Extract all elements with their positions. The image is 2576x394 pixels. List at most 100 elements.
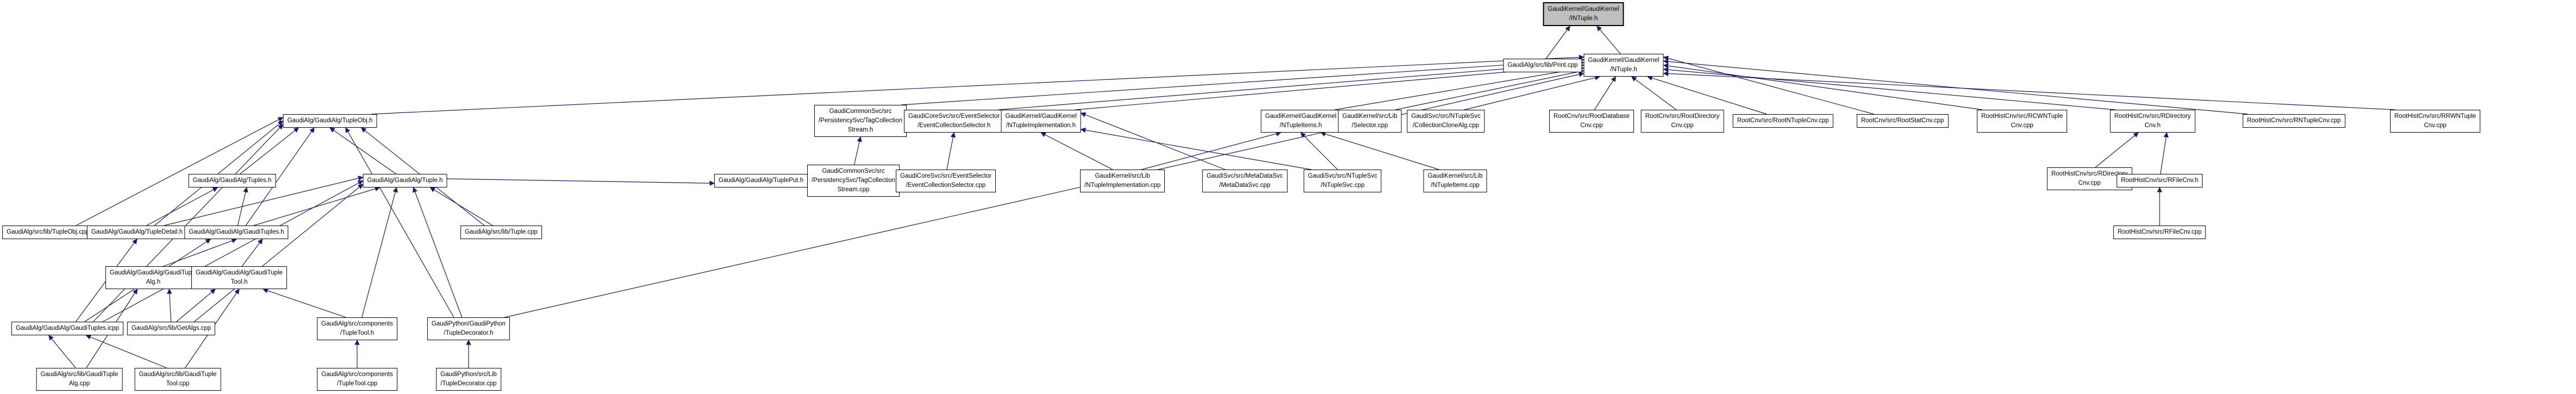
graph-edge xyxy=(1663,71,2396,110)
graph-node-label: GaudiKernel/GaudiKernel xyxy=(1548,6,1619,12)
graph-node-gaudituples-icpp[interactable]: GaudiAlg/GaudiAlg/GaudiTuples.icpp xyxy=(11,322,124,335)
graph-node-ntupleitems-h[interactable]: GaudiKernel/GaudiKernel/NTupleItems.h xyxy=(1261,110,1341,133)
graph-edge xyxy=(329,127,396,174)
graph-edge xyxy=(901,57,1585,105)
graph-node-label: GaudiPython/src/Lib xyxy=(440,371,497,378)
graph-edge xyxy=(253,186,381,226)
graph-node-tuple-cpp[interactable]: GaudiAlg/src/lib/Tuple.cpp xyxy=(460,226,542,239)
graph-node-label: Stream.h xyxy=(847,127,874,133)
graph-node-label: GaudiSvc/src/NTupleSvc xyxy=(1411,113,1481,120)
graph-node-label: GaudiCoreSvc/src/EventSelector xyxy=(908,113,1000,120)
graph-node-tuple-h[interactable]: GaudiAlg/GaudiAlg/Tuple.h xyxy=(363,174,447,187)
graph-node-label: GaudiAlg/src/components xyxy=(321,371,393,378)
graph-edge xyxy=(1040,132,1113,170)
graph-node-label: /TupleTool.h xyxy=(340,330,375,336)
graph-node-tupleobj-h[interactable]: GaudiAlg/GaudiAlg/TupleObj.h xyxy=(283,114,377,128)
graph-node-label: Tool.h xyxy=(230,279,248,285)
graph-node-label: Alg.cpp xyxy=(68,380,90,387)
graph-node-selector-cpp[interactable]: GaudiKernel/src/Lib/Selector.cpp xyxy=(1338,110,1402,133)
graph-edge xyxy=(1631,76,1677,110)
graph-edge xyxy=(93,124,284,322)
graph-edge xyxy=(504,72,1585,318)
graph-node-label: GaudiCoreSvc/src/EventSelector xyxy=(900,173,992,179)
graph-edge xyxy=(48,335,76,368)
graph-node-label: Alg.h xyxy=(146,279,161,285)
graph-node-label: /Selector.cpp xyxy=(1351,122,1388,129)
graph-node-tagcollectionstream-h[interactable]: GaudiCommonSvc/src/PersistencySvc/TagCol… xyxy=(814,105,907,137)
graph-node-label: /TupleTool.cpp xyxy=(336,380,378,387)
graph-edge xyxy=(241,239,263,267)
graph-node-tupleput-h[interactable]: GaudiAlg/GaudiAlg/TuplePut.h xyxy=(714,174,808,187)
graph-node-label: GaudiKernel/GaudiKernel xyxy=(1588,57,1660,64)
graph-node-rfilecnv-h[interactable]: RootHistCnv/src/RFileCnv.h xyxy=(2116,174,2203,187)
graph-node-label: GaudiAlg/GaudiAlg/TupleObj.h xyxy=(287,117,373,124)
graph-node-label: /NTuple.h xyxy=(1610,66,1637,73)
graph-node-tupledecorator-cpp[interactable]: GaudiPython/src/Lib/TupleDecorator.cpp xyxy=(436,368,501,391)
graph-node-intuple-h[interactable]: GaudiKernel/GaudiKernel/INTuple.h xyxy=(1543,2,1624,26)
graph-node-label: RootHistCnv/src/RNTupleCnv.cpp xyxy=(2247,117,2341,124)
graph-node-label: RootHistCnv/src/RFileCnv.cpp xyxy=(2117,229,2202,235)
graph-edge xyxy=(2095,132,2139,168)
graph-node-rfilecnv-cpp[interactable]: RootHistCnv/src/RFileCnv.cpp xyxy=(2113,226,2206,239)
graph-node-tagcollectionstream-cpp[interactable]: GaudiCommonSvc/src/PersistencySvc/TagCol… xyxy=(807,165,900,197)
graph-edge xyxy=(1594,76,1616,110)
graph-node-gaudituples-h[interactable]: GaudiAlg/GaudiAlg/GaudiTuples.h xyxy=(184,226,289,239)
graph-node-tupleobj-cpp[interactable]: GaudiAlg/src/lib/TupleObj.cpp xyxy=(2,226,93,239)
graph-node-label: GaudiKernel/GaudiKernel xyxy=(1265,113,1337,120)
graph-node-rntuplecnv-cpp[interactable]: RootHistCnv/src/RNTupleCnv.cpp xyxy=(2242,114,2346,128)
graph-edge xyxy=(1141,131,1282,170)
graph-node-label: Stream.cpp xyxy=(837,186,870,193)
graph-edge xyxy=(1663,55,1874,115)
graph-node-metadatasvc-cpp[interactable]: GaudiSvc/src/MetaDataSvc/MetaDataSvc.cpp xyxy=(1202,170,1288,192)
graph-edge xyxy=(164,176,364,226)
graph-node-ntuple-h[interactable]: GaudiKernel/GaudiKernel/NTuple.h xyxy=(1583,54,1664,77)
graph-node-comp-tupletool-cpp[interactable]: GaudiAlg/src/components/TupleTool.cpp xyxy=(317,368,397,391)
graph-node-label: GaudiAlg/src/lib/GetAlgs.cpp xyxy=(131,325,211,332)
graph-node-label: /PersistencySvc/TagCollection xyxy=(811,177,896,184)
graph-edge xyxy=(1300,132,1338,170)
graph-node-label: RootHistCnv/src/RCWNTuple xyxy=(1981,113,2063,120)
graph-node-ntupleimplementation-cpp[interactable]: GaudiKernel/src/Lib/NTupleImplementation… xyxy=(1080,170,1165,192)
graph-node-tupledetail-h[interactable]: GaudiAlg/GaudiAlg/TupleDetail.h xyxy=(86,226,188,239)
graph-node-label: GaudiKernel/src/Lib xyxy=(1427,173,1483,179)
graph-edge xyxy=(154,120,284,226)
graph-node-rootntuplecnv-cpp[interactable]: RootCnv/src/RootNTupleCnv.cpp xyxy=(1732,114,1833,128)
graph-node-comp-tupletool-h[interactable]: GaudiAlg/src/components/TupleTool.h xyxy=(317,317,397,340)
graph-node-print-cpp[interactable]: GaudiAlg/src/lib/Print.cpp xyxy=(1503,59,1582,72)
graph-node-ntupleimplementation-h[interactable]: GaudiKernel/GaudiKernel/NTupleImplementa… xyxy=(1001,110,1081,133)
graph-node-eventcollectionselector-cpp[interactable]: GaudiCoreSvc/src/EventSelector/EventColl… xyxy=(895,170,996,192)
graph-node-eventcollectionselector-h[interactable]: GaudiCoreSvc/src/EventSelector/EventColl… xyxy=(903,110,1005,133)
graph-node-tupledecorator-h[interactable]: GaudiPython/GaudiPython/TupleDecorator.h xyxy=(427,317,510,340)
graph-edge xyxy=(245,127,315,226)
graph-node-label: GaudiAlg/src/lib/GaudiTuple xyxy=(139,371,217,378)
graph-node-label: RootHistCnv/src/RDirectory xyxy=(2051,171,2128,177)
graph-node-collectionclonealg-cpp[interactable]: GaudiSvc/src/NTupleSvc/CollectionCloneAl… xyxy=(1407,110,1485,133)
graph-edge xyxy=(167,289,172,322)
graph-node-label: /PersistencySvc/TagCollection xyxy=(818,117,903,124)
graph-node-ntupleitems-cpp[interactable]: GaudiKernel/src/Lib/NTupleItems.cpp xyxy=(1423,170,1487,192)
graph-node-label: /NTupleSvc.cpp xyxy=(1320,182,1365,189)
graph-edge xyxy=(371,54,1585,115)
graph-node-label: RootHistCnv/src/RRWNTuple xyxy=(2394,113,2477,120)
graph-edge xyxy=(263,288,346,318)
graph-node-label: GaudiAlg/GaudiAlg/Tuple.h xyxy=(367,177,443,184)
graph-edge xyxy=(1334,66,1585,110)
graph-edge xyxy=(998,60,1585,110)
graph-node-rootstatcnv-cpp[interactable]: RootCnv/src/RootStatCnv.cpp xyxy=(1856,114,1949,128)
graph-node-label: /CollectionCloneAlg.cpp xyxy=(1412,122,1480,129)
graph-node-ntuplesvc-cpp[interactable]: GaudiSvc/src/NTupleSvc/NTupleSvc.cpp xyxy=(1303,170,1382,192)
graph-node-getalgs-cpp[interactable]: GaudiAlg/src/lib/GetAlgs.cpp xyxy=(127,322,216,335)
graph-node-label: GaudiAlg/GaudiAlg/GaudiTuples.icpp xyxy=(15,325,120,332)
graph-node-tuples-h[interactable]: GaudiAlg/GaudiAlg/Tuples.h xyxy=(188,174,276,187)
